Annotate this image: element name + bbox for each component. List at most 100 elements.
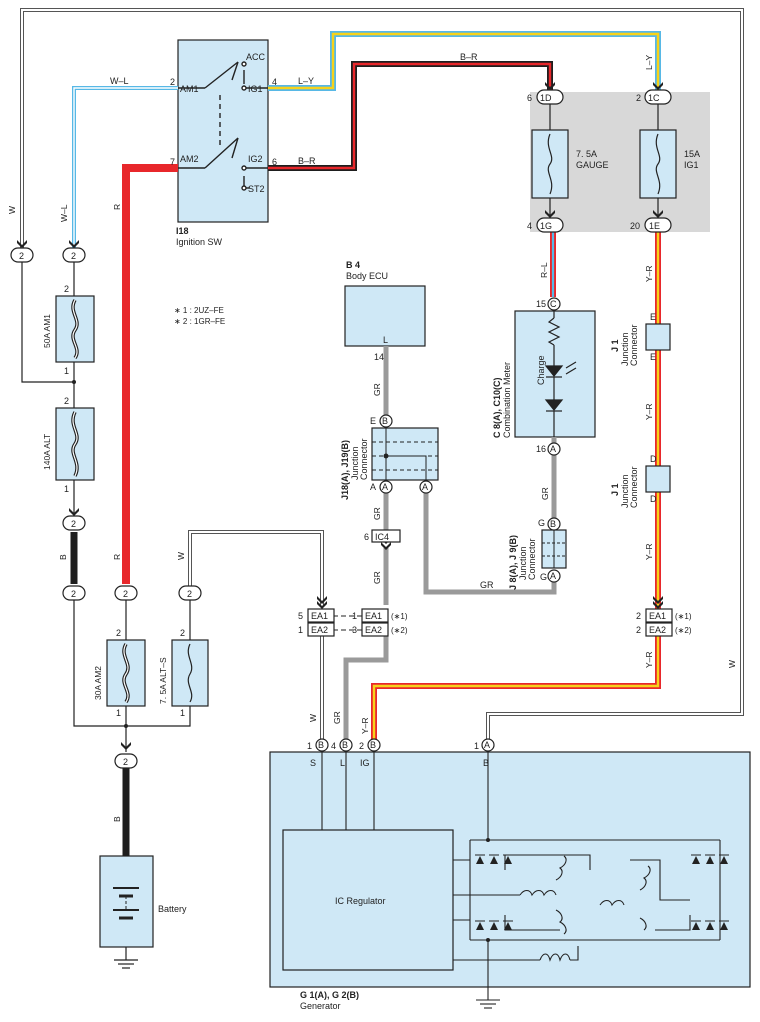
pin-oval-b: 2 [71,589,76,599]
gen-conn-ig: B [370,740,376,750]
conn-1c: 1C [648,93,660,103]
wire-w-alt-s [188,530,324,605]
label-r-upper: R [112,204,122,210]
pin-1e: 20 [630,221,640,231]
pin-14: 14 [374,352,384,362]
j1-top-code: J 1 [610,339,620,352]
j18-line2: Connector [359,438,369,480]
ic-regulator-label: IC Regulator [335,896,386,906]
pin-am1-top: 2 [64,284,69,294]
pin-ic4: 6 [364,532,369,542]
label-a-j18-1: A [370,482,376,492]
pin-1d: 6 [527,93,532,103]
label-w-gen: W [308,714,318,722]
wire-gr-loop [423,488,557,595]
label-b-battery: B [112,816,122,822]
label-r-lower: R [112,554,122,560]
pin-16: 16 [536,444,546,454]
label-e-j18: E [370,416,376,426]
note-ea1-mid: (∗1) [391,612,408,621]
note-ea1-right: (∗1) [675,612,692,621]
j1-bot-line2: Connector [629,466,639,508]
j18-line1: Junction [350,446,360,480]
label-gr-gen: GR [332,711,342,724]
meter-name: Combination Meter [502,362,512,438]
meter-lamp: Charge [536,355,546,385]
note-2uz: ∗ 1 : 2UZ–FE [174,306,224,315]
ignition-name: Ignition SW [176,237,223,247]
conn-b-j18: B [382,416,388,426]
pin-ea1-mid: 1 [352,611,357,621]
label-fuse-alt: 140A ALT [42,434,52,470]
label-g-j8: G [538,518,545,528]
rectifier-diodes [72,380,729,942]
wire-y-r-lower [371,636,661,740]
wire-am1-join [21,262,74,383]
gen-conn-l: B [342,740,348,750]
conn-a-j18-1: A [382,482,388,492]
conn-c: C [550,299,557,309]
term-ig2: IG2 [248,154,263,164]
label-d-j1-bot: D [650,494,657,504]
note-ea2-right: (∗2) [675,626,692,635]
fuse-am2 [106,639,146,707]
pin-oval-w2: 2 [187,589,192,599]
gen-term-s: S [310,758,316,768]
label-fuse-ig1-1: 15A [684,149,700,159]
label-gr-meter: GR [540,487,550,500]
label-rl: R–L [539,262,549,278]
label-ly-top: L–Y [298,76,314,86]
ea1-left: EA1 [311,611,328,621]
conn-1g: 1G [540,221,552,231]
fuse-alt [55,407,95,481]
label-ic4: IC4 [375,532,389,542]
ignition-switch-box [177,39,269,223]
label-b-left: B [58,554,68,560]
conn-b-j8: B [550,519,556,529]
wire-r [122,164,178,584]
label-yr-1: Y–R [644,265,654,282]
junction-j8 [541,529,567,569]
pin-alt-top: 2 [64,396,69,406]
connector-boxes [307,529,673,637]
label-yr-2: Y–R [644,403,654,420]
label-gr-2: GR [372,507,382,520]
gen-pin-s: 1 [307,741,312,751]
note-ea2-mid: (∗2) [391,626,408,635]
pin-alts-top: 2 [180,628,185,638]
gen-name: Generator [300,1001,341,1011]
pin-ea2-left: 1 [298,625,303,635]
pin-am2: 7 [170,157,175,167]
term-ig1: IG1 [248,84,263,94]
label-gr-loop: GR [480,580,494,590]
gen-pin-l: 4 [331,741,336,751]
note-1gr: ∗ 2 : 1GR–FE [174,317,225,326]
label-br-top: B–R [460,52,478,62]
pin-ig1: 4 [272,77,277,87]
label-yr-4: Y–R [644,651,654,668]
ic-regulator-box [282,829,454,971]
pin-am1-bot: 1 [64,366,69,376]
gen-pin-b: 1 [474,741,479,751]
term-am2: AM2 [180,154,199,164]
ea1-right: EA1 [649,611,666,621]
label-wl-top: W–L [110,76,129,86]
label-fuse-am2: 30A AM2 [93,666,103,700]
pin-1g: 4 [527,221,532,231]
label-gr-3: GR [372,571,382,584]
pin-oval-w: 2 [19,251,24,261]
label-wl-left: W–L [59,204,69,222]
term-am1: AM1 [180,84,199,94]
label-fuse-ig1-2: IG1 [684,160,699,170]
label-w-left: W [7,206,17,214]
gen-term-b: B [483,758,489,768]
pin-1c: 2 [636,93,641,103]
label-fuse-gauge-2: GAUGE [576,160,609,170]
label-fuse-alts: 7. 5A ALT–S [158,657,168,704]
label-d-j1-top: D [650,454,657,464]
label-e-j1-top: E [650,312,656,322]
j1-top-line2: Connector [629,324,639,366]
j8-code: J 8(A), J 9(B) [508,535,518,590]
pin-alts-bot: 1 [180,708,185,718]
